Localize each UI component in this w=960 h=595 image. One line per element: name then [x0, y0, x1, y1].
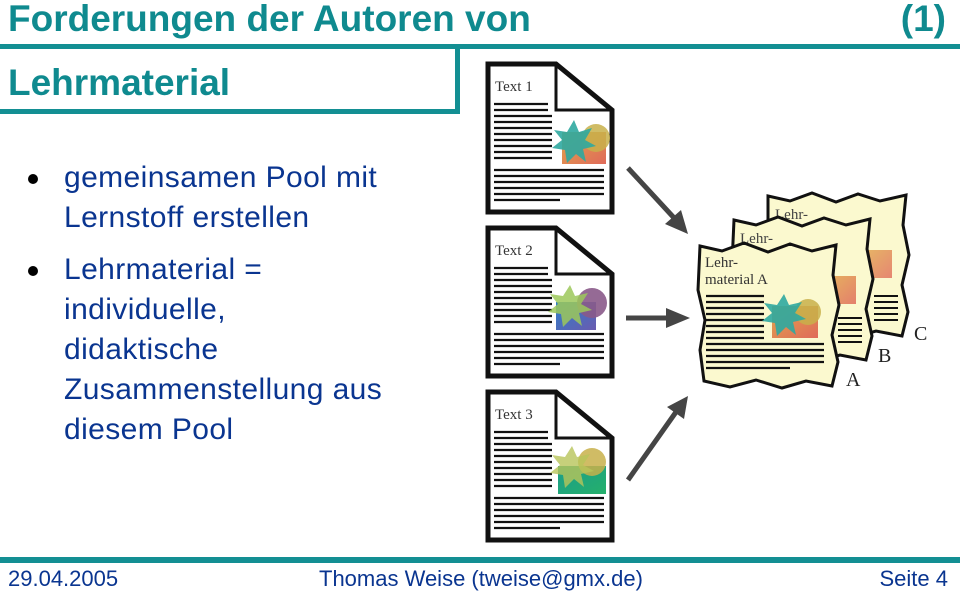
bullet-item: Lehrmaterial = individuelle, didaktische…	[22, 250, 462, 450]
bullet-line: Lehrmaterial =	[64, 253, 263, 286]
document-label: Text 1	[495, 79, 533, 95]
bullet-list: gemeinsamen Pool mit Lernstoff erstellen…	[22, 158, 462, 450]
slide-number-label: (1)	[900, 0, 946, 39]
bullet-item: gemeinsamen Pool mit Lernstoff erstellen	[22, 158, 462, 238]
bullet-line: gemeinsamen Pool mit	[64, 161, 378, 194]
slide-title-line1: Forderungen der Autoren von	[8, 0, 531, 39]
slide-title-line2: Lehrmaterial	[8, 62, 231, 103]
bullet-line: diesem Pool	[64, 413, 234, 446]
source-document-2: Text 2	[485, 225, 615, 379]
page-letter: A	[846, 369, 861, 391]
output-page-a: Lehr- material A A	[696, 241, 861, 391]
bullet-line: Zusammenstellung aus	[64, 373, 383, 406]
source-document-3: Text 3	[485, 389, 615, 543]
bullet-line: Lernstoff erstellen	[64, 201, 310, 234]
footer-author: Thomas Weise (tweise@gmx.de)	[319, 566, 643, 591]
document-label: Text 3	[495, 407, 533, 423]
bullet-line: didaktische	[64, 333, 219, 366]
bullet-dot-icon	[28, 174, 38, 184]
title-rule-top	[0, 44, 960, 49]
arrow-icon	[625, 396, 688, 482]
page-label: material A	[705, 272, 768, 288]
source-document-1: Text 1	[485, 61, 615, 215]
arrow-icon	[626, 308, 690, 328]
page-letter: B	[878, 345, 891, 367]
document-label: Text 2	[495, 243, 533, 259]
footer-date: 29.04.2005	[8, 566, 119, 591]
page-label: Lehr-	[705, 255, 738, 271]
arrow-icon	[626, 166, 688, 234]
title-rule-bottom	[0, 109, 460, 114]
bullet-line: individuelle,	[64, 293, 226, 326]
page-letter: C	[914, 323, 927, 345]
footer-rule	[0, 557, 960, 563]
footer-page-number: Seite 4	[879, 566, 949, 591]
title-rule-vertical	[455, 44, 460, 114]
bullet-dot-icon	[28, 266, 38, 276]
